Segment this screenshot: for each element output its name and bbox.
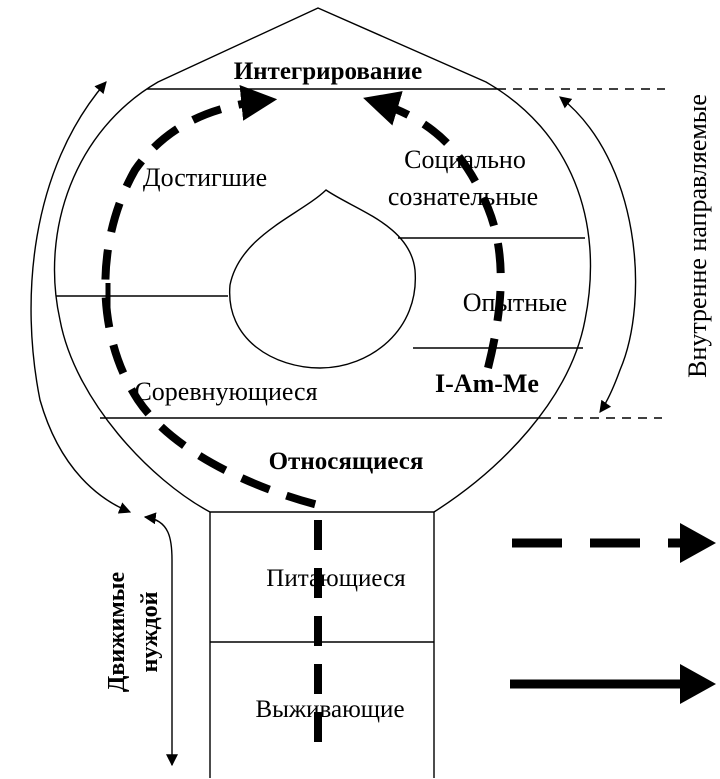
label-integrating: Интегрирование xyxy=(234,58,423,85)
legend-solid-arrowhead xyxy=(680,664,716,704)
path-inner-directed xyxy=(363,91,505,369)
label-belongers: Относящиеся xyxy=(269,448,424,475)
legend-dashed-arrowhead xyxy=(680,523,716,563)
label-sustainers: Питающиеся xyxy=(266,565,406,592)
label-inner-directed: Внутренне направляемые xyxy=(683,94,712,378)
label-experiential: Опытные xyxy=(463,288,567,317)
label-achievers: Достигшие xyxy=(143,163,267,192)
label-need-driven-2: нуждой xyxy=(137,591,163,672)
arrow-need-driven xyxy=(143,512,178,767)
arrow-left-outer xyxy=(30,81,132,514)
label-socially-conscious-2: сознательные xyxy=(388,182,538,211)
arrow-right-inner-directed xyxy=(559,96,637,413)
label-emulators: Соревнующиеся xyxy=(134,377,317,406)
label-i-am-me: I-Am-Me xyxy=(435,369,539,398)
label-socially-conscious-1: Социально xyxy=(404,145,526,174)
label-survivors: Выживающие xyxy=(255,696,404,723)
stem-outline xyxy=(209,512,435,778)
label-need-driven-1: Движимые xyxy=(104,572,130,693)
inner-onion xyxy=(229,189,416,369)
